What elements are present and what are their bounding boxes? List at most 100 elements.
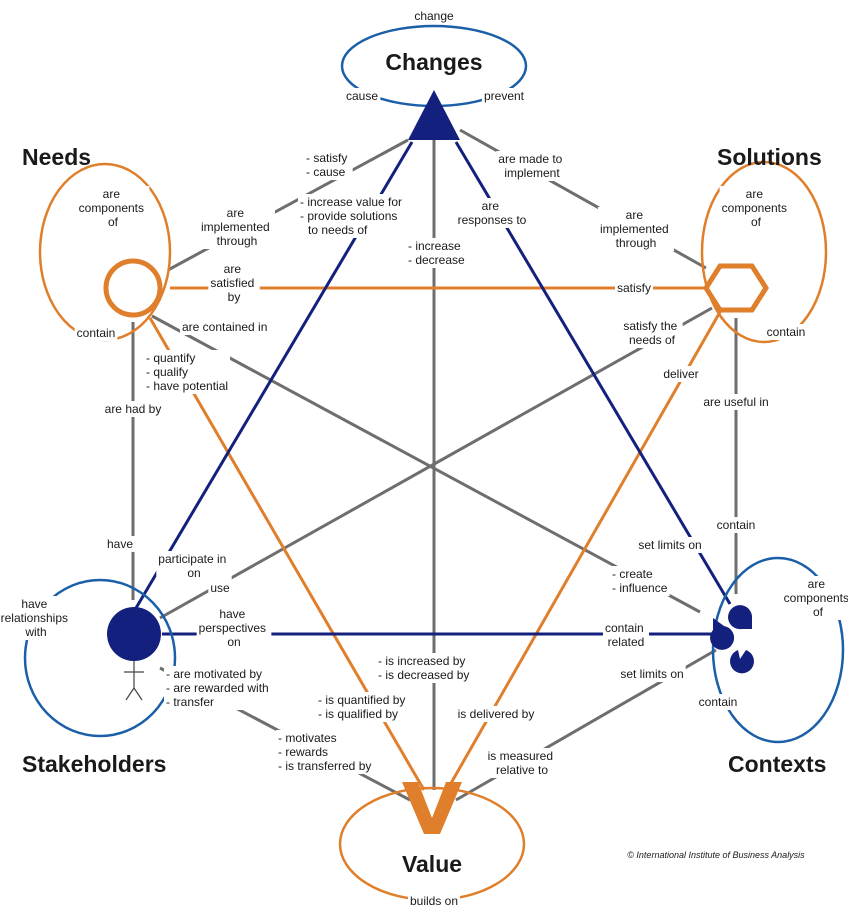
label-quantified-by: - is quantified by - is qualified by bbox=[318, 693, 409, 721]
label-motivated-by: - are motivated by - are rewarded with -… bbox=[166, 667, 272, 709]
label-prevent: prevent bbox=[484, 89, 525, 103]
label-background bbox=[298, 194, 408, 238]
title-needs: Needs bbox=[22, 144, 91, 170]
solutions-hexagon-icon bbox=[703, 263, 769, 313]
label-needs-contain: contain bbox=[77, 326, 116, 340]
copyright-text: © International Institute of Business An… bbox=[627, 850, 805, 860]
label-background bbox=[701, 394, 771, 410]
label-background bbox=[144, 350, 231, 394]
label-background bbox=[714, 517, 758, 533]
label-background bbox=[661, 366, 701, 382]
label-create-influence: - create - influence bbox=[612, 567, 668, 595]
label-builds-on: builds on bbox=[410, 894, 458, 908]
label-satisfied-by: are satisfied by bbox=[210, 262, 257, 304]
label-relationships-with: have relationships with bbox=[1, 597, 72, 639]
label-background bbox=[496, 151, 568, 181]
label-satisfy-needs-of: satisfy the needs of bbox=[623, 319, 680, 347]
label-set-limits-on-2: set limits on bbox=[620, 667, 683, 681]
label-background bbox=[406, 238, 468, 268]
contexts-pacman-icon bbox=[710, 605, 754, 674]
label-increased-by: - is increased by - is decreased by bbox=[378, 654, 469, 682]
relationship-labels: change cause prevent - satisfy - cause a… bbox=[0, 8, 848, 909]
label-measured-relative-to: is measured relative to bbox=[488, 749, 557, 777]
title-solutions: Solutions bbox=[717, 144, 822, 170]
label-background bbox=[781, 576, 848, 620]
label-background bbox=[455, 706, 537, 722]
label-background bbox=[602, 620, 650, 650]
label-background bbox=[304, 150, 353, 180]
label-background bbox=[455, 198, 529, 228]
label-background bbox=[485, 748, 559, 778]
label-background bbox=[76, 186, 150, 230]
label-useful-in: are useful in bbox=[703, 395, 768, 409]
value-loop bbox=[338, 786, 526, 902]
label-quantify-qualify: - quantify - qualify - have potential bbox=[146, 351, 228, 393]
solutions-loop bbox=[700, 160, 828, 344]
label-increase-value-for: - increase value for - provide solutions… bbox=[300, 195, 405, 237]
changes-triangle-icon bbox=[408, 90, 460, 140]
title-value: Value bbox=[402, 851, 462, 877]
label-solutions-contain: contain bbox=[767, 325, 806, 339]
label-cause: cause bbox=[346, 89, 378, 103]
needs-circle-icon bbox=[103, 258, 163, 318]
label-motivates-rewards: - motivates - rewards - is transferred b… bbox=[278, 731, 371, 773]
stakeholders-circle-icon bbox=[107, 607, 161, 661]
label-background bbox=[696, 694, 740, 710]
label-background bbox=[376, 653, 472, 683]
label-background bbox=[0, 596, 74, 640]
label-contexts-contain: contain bbox=[717, 518, 756, 532]
label-background bbox=[276, 730, 374, 774]
label-background bbox=[621, 318, 683, 348]
label-solutions-components: are components of bbox=[722, 187, 791, 229]
label-contain-related: contain related bbox=[605, 621, 647, 649]
label-background bbox=[208, 580, 232, 596]
label-change: change bbox=[414, 9, 454, 23]
line-solutions-stakeholders bbox=[159, 306, 713, 620]
label-perspectives-on: have perspectives on bbox=[199, 607, 270, 649]
label-background bbox=[196, 606, 272, 650]
label-background bbox=[481, 88, 527, 104]
label-background bbox=[198, 205, 276, 249]
label-deliver: deliver bbox=[663, 367, 698, 381]
label-satisfy: satisfy bbox=[617, 281, 651, 295]
label-contexts-components: are components of bbox=[784, 577, 848, 619]
line-needs-contexts bbox=[151, 314, 701, 614]
contexts-loop bbox=[711, 556, 845, 744]
label-background bbox=[412, 8, 457, 24]
title-stakeholders: Stakeholders bbox=[22, 751, 166, 777]
label-set-limits-on-1: set limits on bbox=[638, 538, 701, 552]
label-had-by: are had by bbox=[105, 402, 162, 416]
label-background bbox=[636, 537, 704, 553]
label-background bbox=[164, 666, 275, 710]
label-have: have bbox=[107, 537, 133, 551]
label-contained-in: are contained in bbox=[182, 320, 267, 334]
label-increase-decrease: - increase - decrease bbox=[408, 239, 465, 267]
title-changes: Changes bbox=[385, 49, 482, 75]
label-background bbox=[407, 893, 461, 909]
label-background bbox=[343, 88, 381, 104]
label-needs-implemented: are implemented through bbox=[201, 206, 273, 248]
label-delivered-by: is delivered by bbox=[458, 707, 535, 721]
label-background bbox=[102, 401, 164, 417]
label-satisfy-cause: - satisfy - cause bbox=[306, 151, 351, 179]
label-background bbox=[610, 566, 670, 596]
value-v-icon bbox=[402, 782, 462, 834]
label-background bbox=[719, 186, 793, 230]
stakeholders-loop bbox=[23, 578, 177, 738]
label-responses-to: are responses to bbox=[458, 199, 527, 227]
label-made-to-implement: are made to implement bbox=[498, 152, 565, 180]
stickman-icon bbox=[124, 661, 144, 701]
label-contexts-contain-2: contain bbox=[699, 695, 738, 709]
label-background bbox=[156, 551, 232, 581]
label-participate-in: participate in on bbox=[158, 552, 229, 580]
label-needs-components: are components of bbox=[79, 187, 148, 229]
label-solutions-implemented: are implemented through bbox=[600, 208, 672, 250]
label-background bbox=[618, 666, 686, 682]
label-background bbox=[597, 207, 675, 251]
label-use: use bbox=[210, 581, 230, 595]
title-contexts: Contexts bbox=[728, 751, 826, 777]
label-background bbox=[614, 280, 654, 296]
label-background bbox=[74, 325, 118, 341]
label-background bbox=[316, 692, 411, 722]
